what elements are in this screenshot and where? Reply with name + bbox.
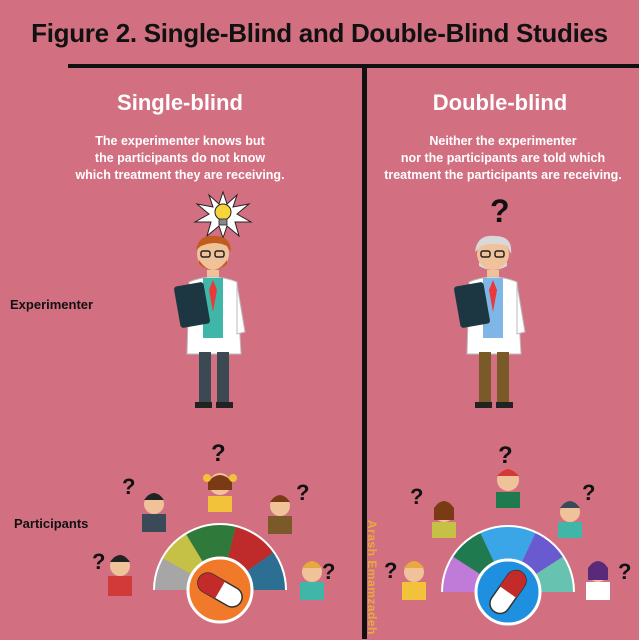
participants-group-right: [402, 469, 610, 626]
participant-avatar: [586, 561, 610, 600]
participant-avatar: [268, 495, 292, 534]
participant-avatar: [432, 501, 456, 538]
single-blind-description: The experimenter knows but the participa…: [30, 133, 330, 184]
treatment-wheel-right: [441, 525, 575, 626]
pill-icon: [489, 569, 527, 615]
experimenter-question-mark: ?: [490, 193, 510, 229]
participant-question-mark: ?: [296, 480, 310, 505]
participant-question-mark: ?: [92, 549, 106, 574]
treatment-wheel-left: [153, 523, 287, 624]
double-blind-heading: Double-blind: [432, 90, 568, 115]
participant-question-mark: ?: [618, 559, 632, 584]
author-watermark: Arash Emamzadeh: [365, 520, 379, 635]
title-divider: [68, 64, 639, 68]
double-blind-description: Neither the experimenter nor the partici…: [367, 133, 639, 184]
participants-group-left: [108, 473, 324, 624]
column-divider: [362, 68, 367, 639]
participant-question-mark: ?: [322, 559, 336, 584]
participant-avatar: [142, 493, 166, 532]
lightbulb-icon: [193, 190, 253, 240]
participant-question-mark: ?: [211, 440, 226, 467]
pill-icon: [197, 572, 243, 608]
single-blind-desc-line-3: which treatment they are receiving.: [75, 168, 285, 182]
participant-avatar: [203, 473, 237, 512]
double-blind-desc-line-3: treatment the participants are receiving…: [384, 168, 622, 182]
single-blind-desc-line-2: the participants do not know: [94, 151, 266, 165]
double-blind-desc-line-2: nor the participants are told which: [400, 151, 606, 165]
single-blind-heading: Single-blind: [117, 90, 243, 115]
experimenter-label: Experimenter: [10, 297, 94, 312]
participant-avatar: [558, 501, 582, 538]
double-blind-desc-line-1: Neither the experimenter: [429, 134, 577, 148]
participant-question-mark: ?: [498, 442, 513, 469]
participant-avatar: [402, 561, 426, 600]
experimenter-figure-left: [174, 235, 246, 408]
participant-avatar: [496, 469, 520, 508]
figure-title: Figure 2. Single-Blind and Double-Blind …: [31, 18, 608, 48]
experimenter-figure-right: [454, 235, 526, 408]
participant-question-mark: ?: [384, 558, 398, 583]
participant-question-mark: ?: [582, 480, 596, 505]
participant-question-mark: ?: [122, 474, 136, 499]
participants-label: Participants: [14, 516, 89, 531]
participant-avatar: [300, 561, 324, 600]
participant-question-mark: ?: [410, 484, 424, 509]
participant-avatar: [108, 555, 132, 596]
single-blind-desc-line-1: The experimenter knows but: [95, 134, 265, 148]
